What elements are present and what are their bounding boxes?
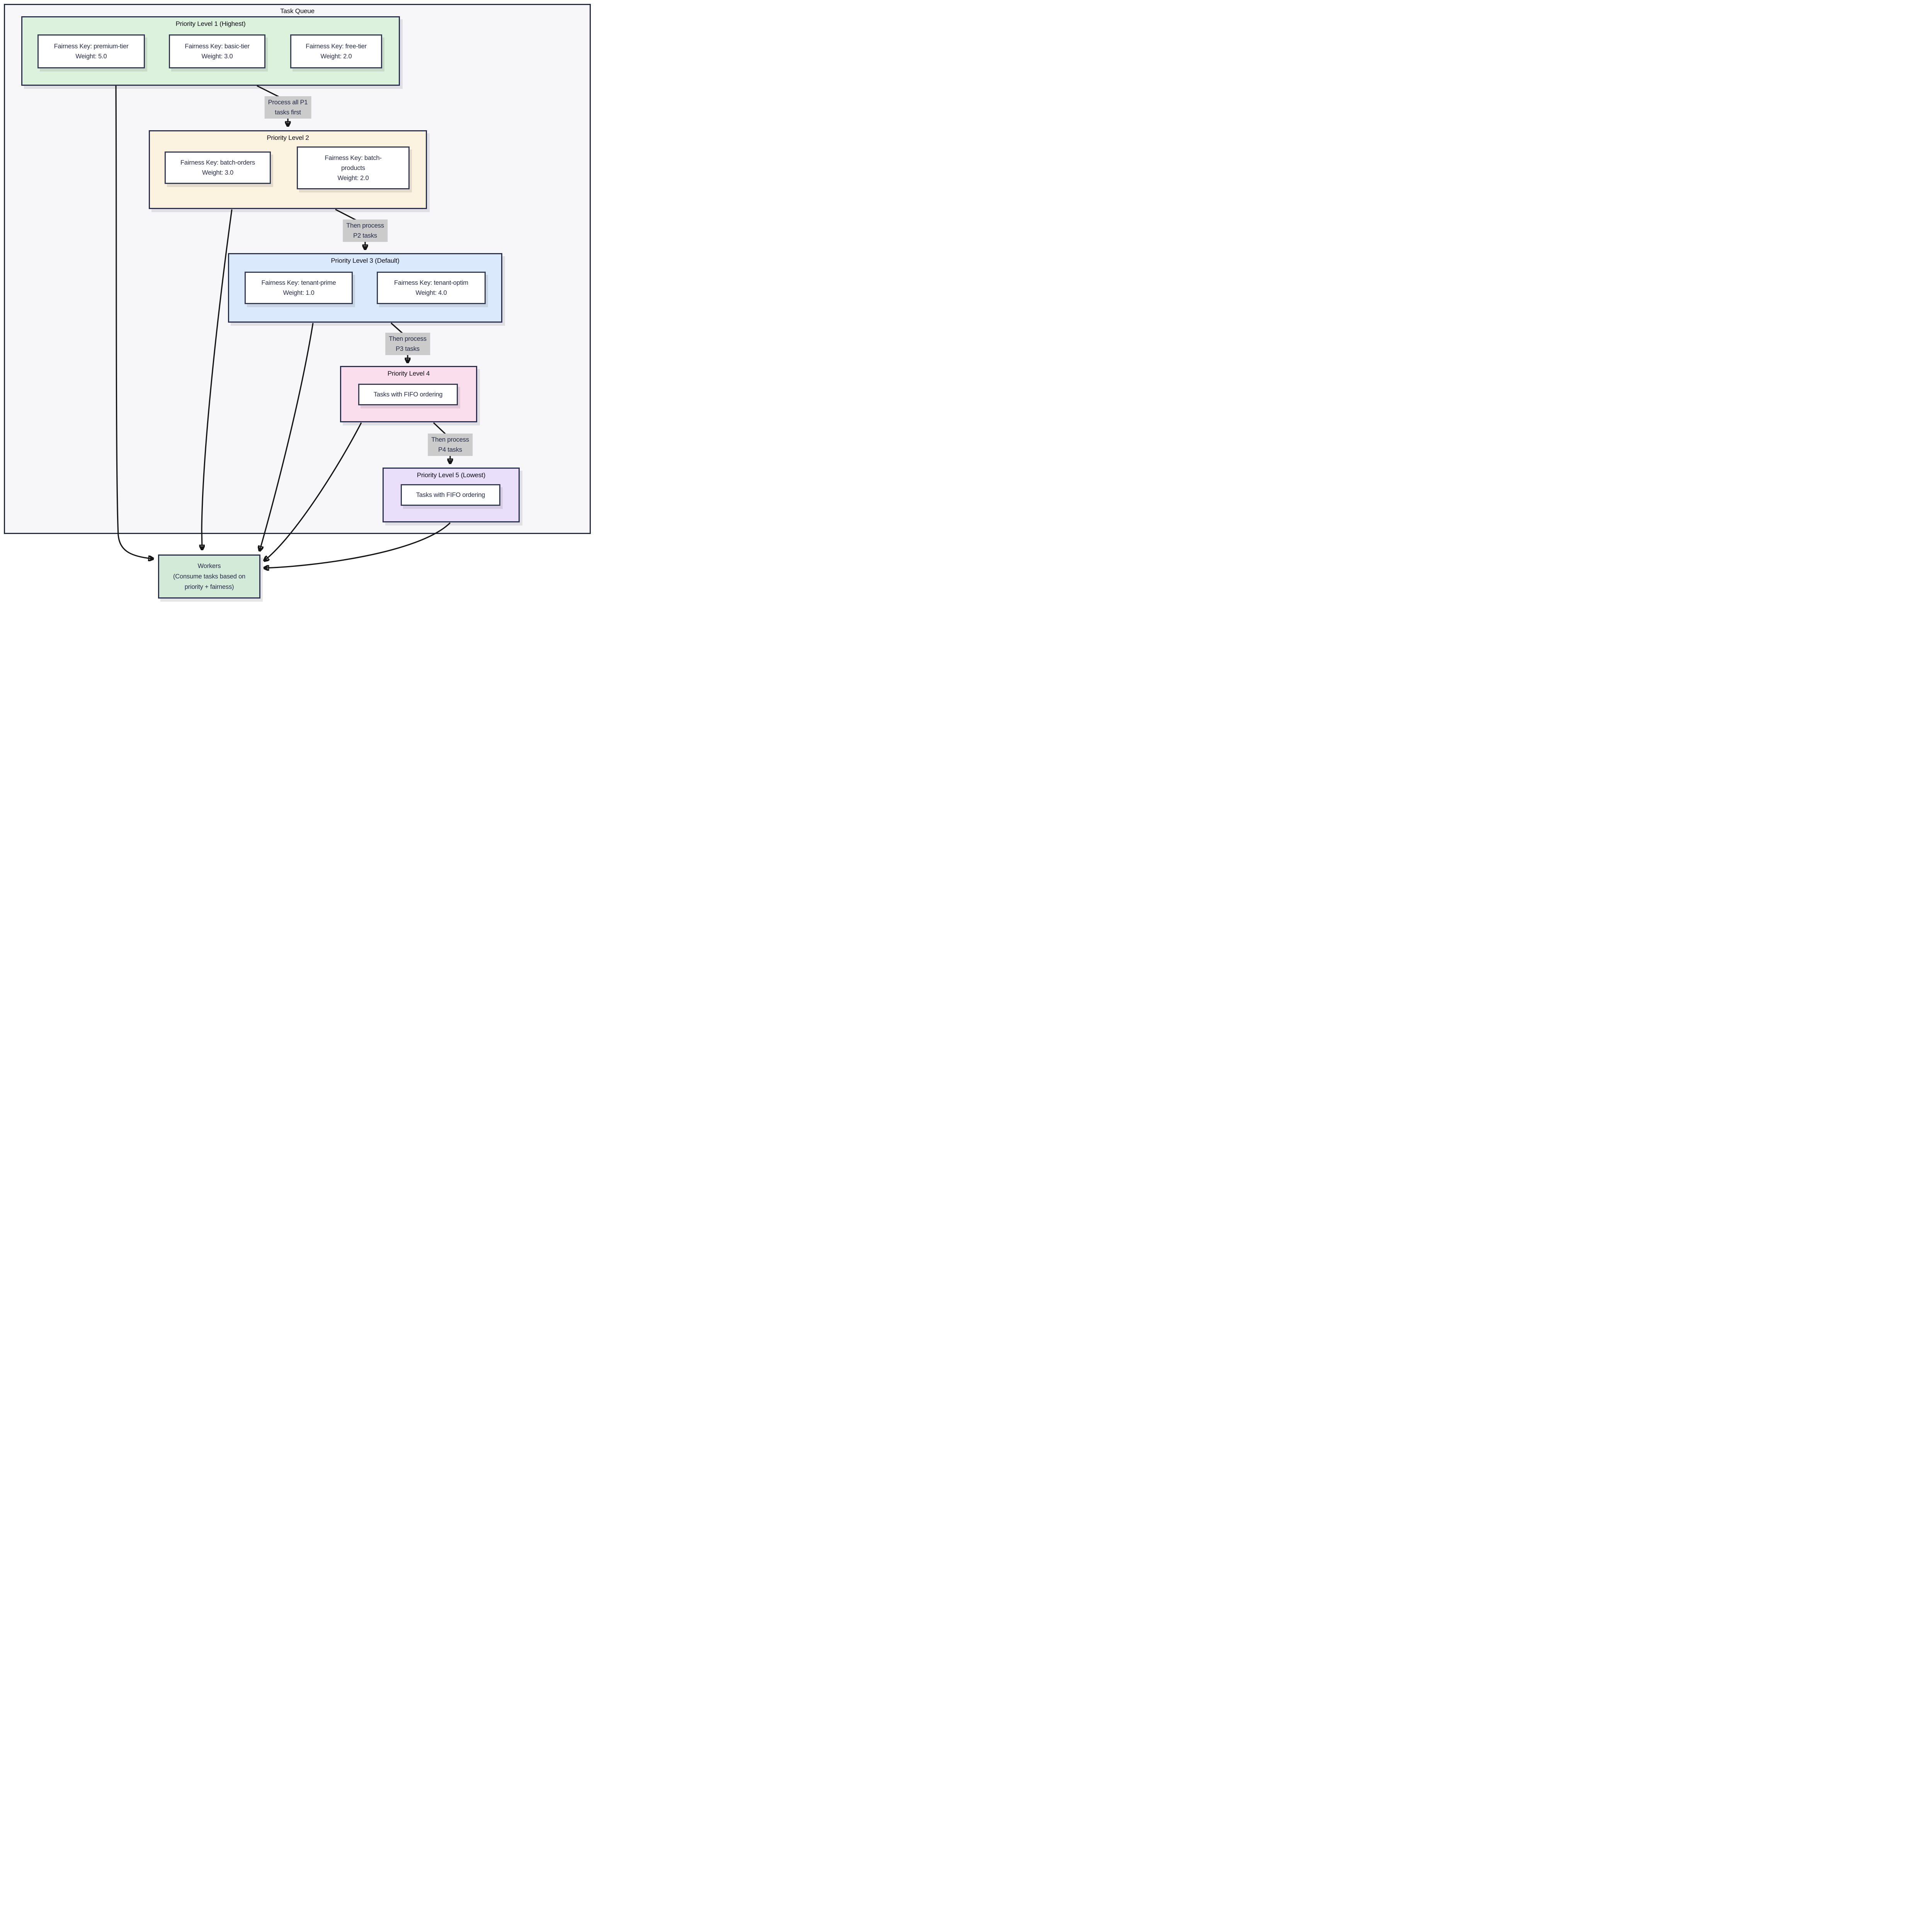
subgraph-title-p4: Priority Level 4 [387,370,430,377]
edge-label-process-p3: Then process P3 tasks [385,333,430,355]
node-basic-tier: Fairness Key: basic-tier Weight: 3.0 [169,34,265,68]
subgraph-title-p3: Priority Level 3 (Default) [331,257,400,264]
node-batch-orders: Fairness Key: batch-orders Weight: 3.0 [165,151,271,184]
edge-label-process-p1: Process all P1 tasks first [264,96,311,119]
subgraph-title-p2: Priority Level 2 [267,134,309,141]
node-premium-tier: Fairness Key: premium-tier Weight: 5.0 [37,34,145,68]
node-tenant-prime: Fairness Key: tenant-prime Weight: 1.0 [245,272,353,304]
node-free-tier: Fairness Key: free-tier Weight: 2.0 [290,34,382,68]
subgraph-title-p5: Priority Level 5 (Lowest) [417,471,486,479]
workers-node: Workers (Consume tasks based on priority… [158,554,260,599]
edge-label-process-p4: Then process P4 tasks [428,434,473,456]
flowchart-canvas: Task Queue Priority Level 1 (Highest) Fa… [0,0,596,605]
subgraph-title-p1: Priority Level 1 (Highest) [175,20,246,27]
edge-label-process-p2: Then process P2 tasks [343,219,388,242]
task-queue-title: Task Queue [280,7,315,15]
node-fifo-p5: Tasks with FIFO ordering [401,484,500,506]
node-fifo-p4: Tasks with FIFO ordering [358,384,458,405]
node-batch-products: Fairness Key: batch- products Weight: 2.… [297,146,410,189]
node-tenant-optim: Fairness Key: tenant-optim Weight: 4.0 [377,272,486,304]
